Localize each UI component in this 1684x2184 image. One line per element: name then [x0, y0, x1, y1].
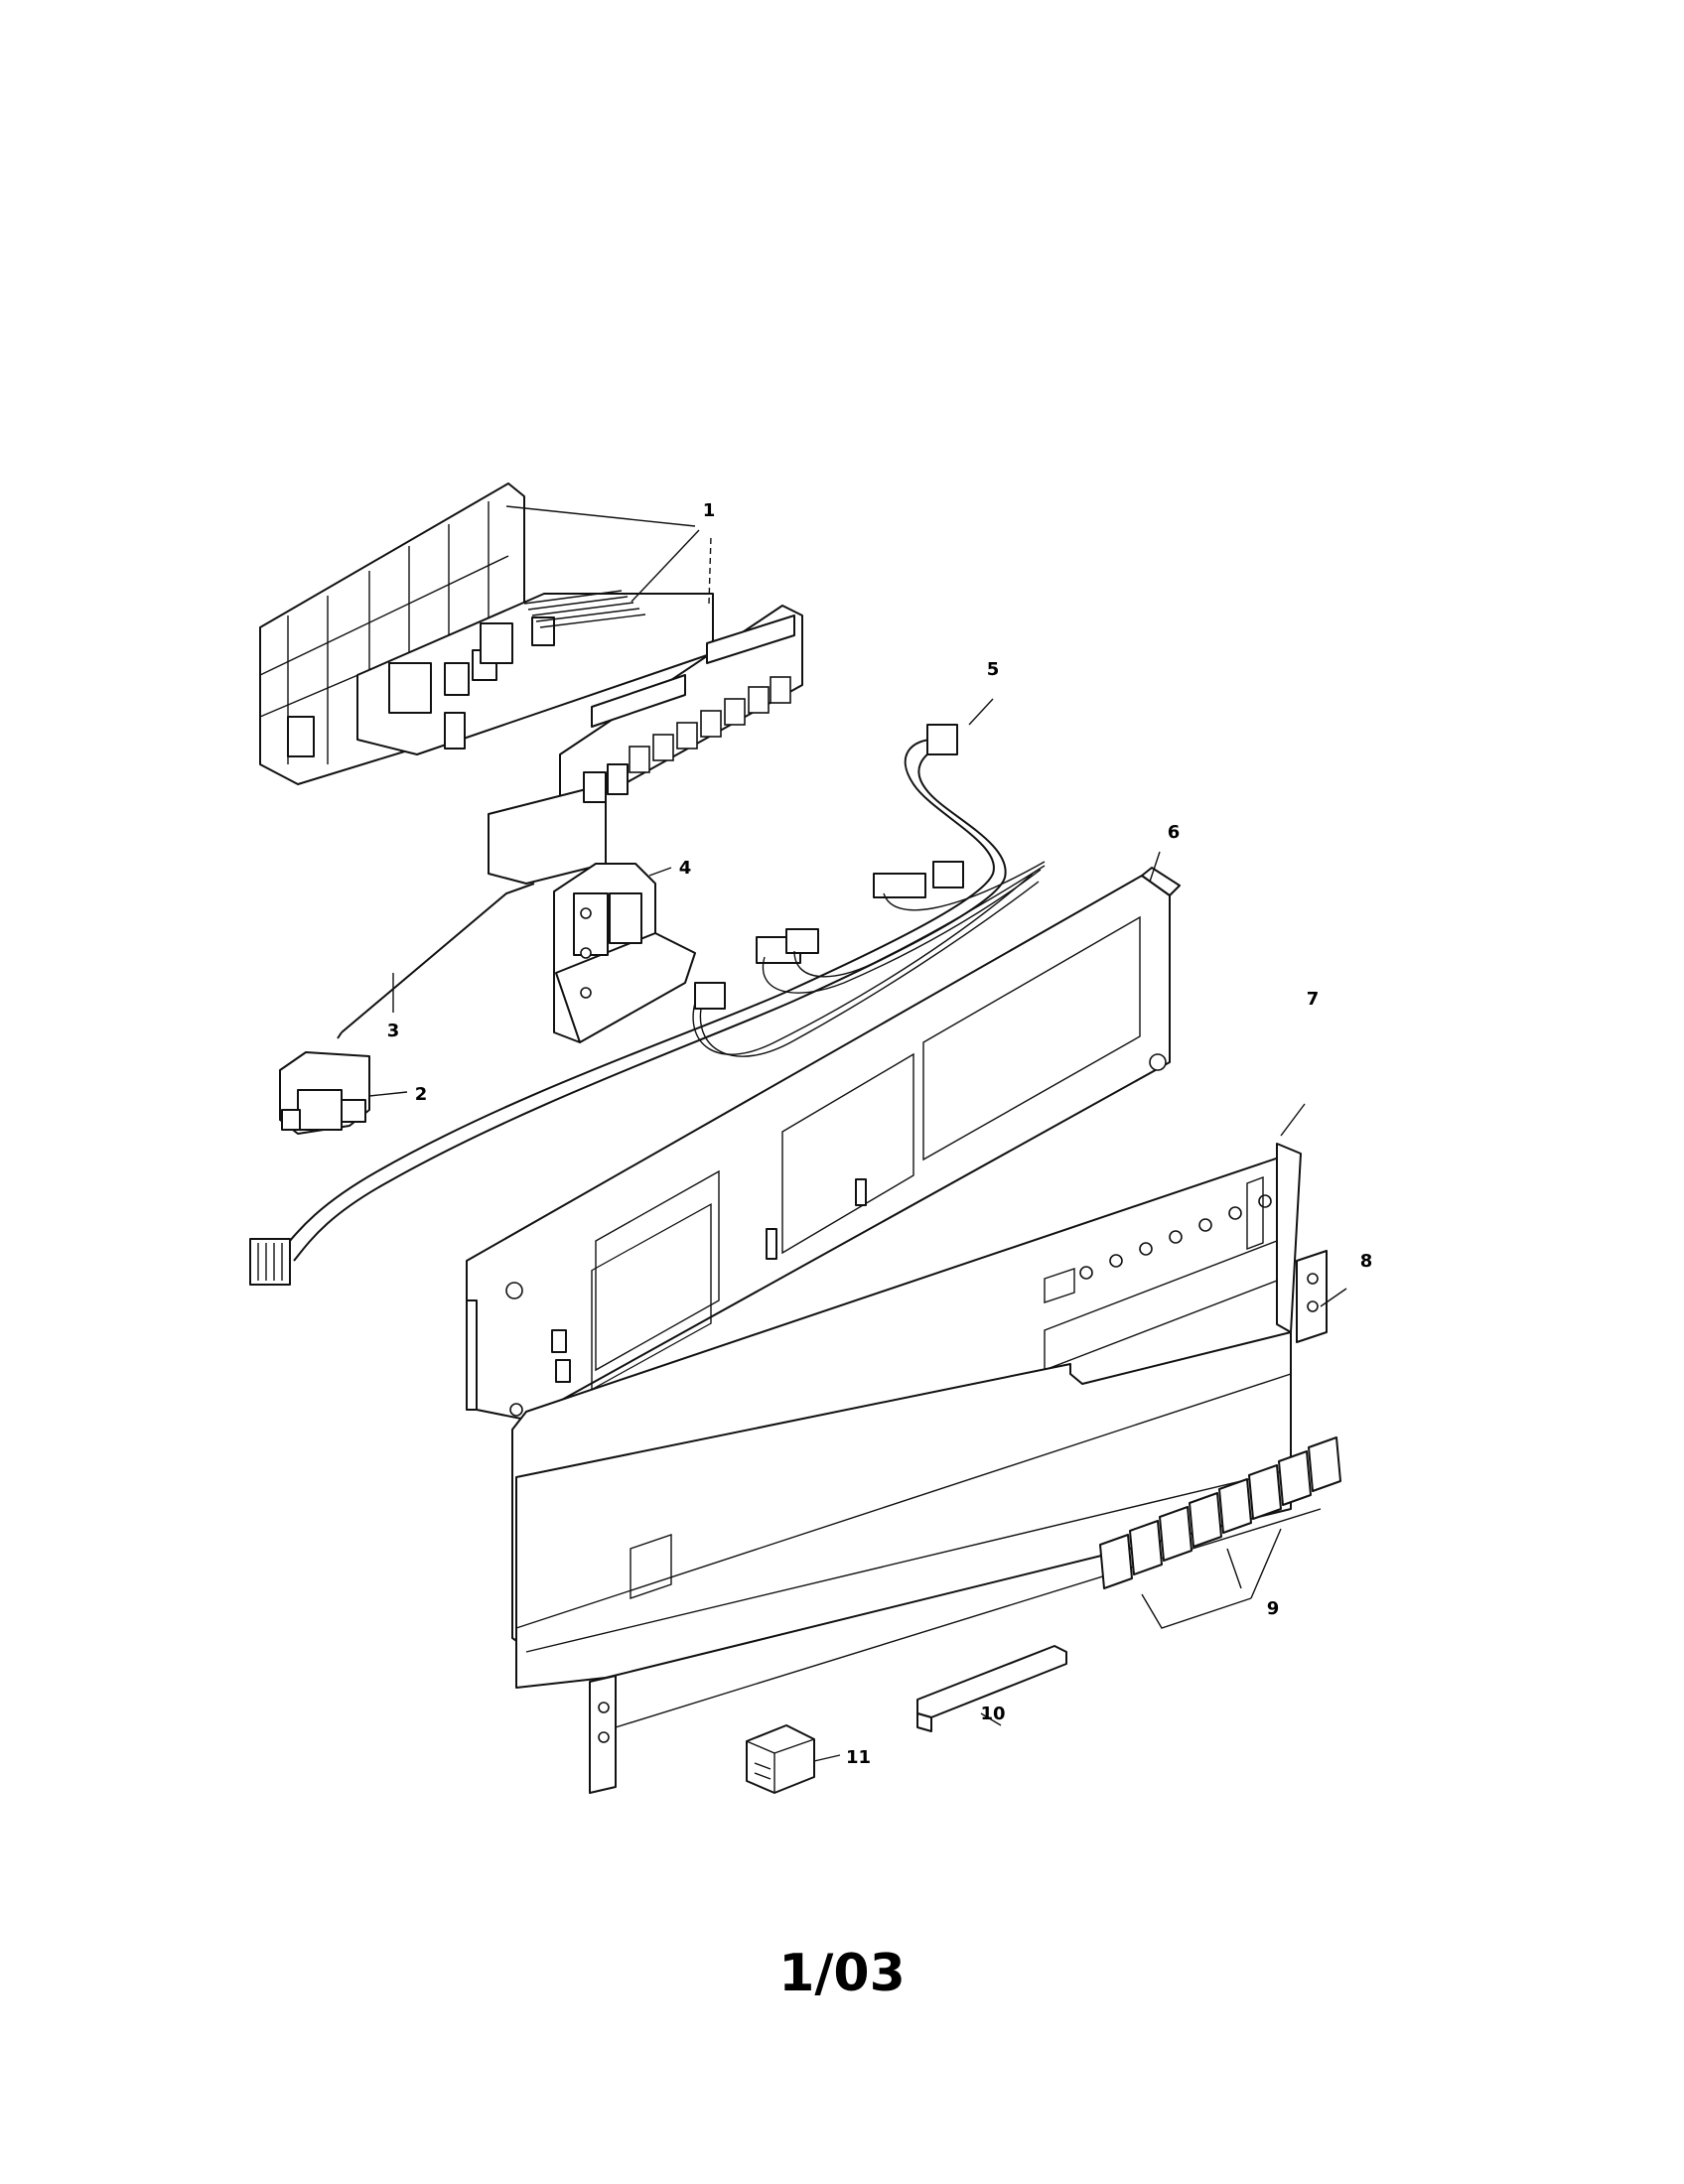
callout-1: 1 [703, 500, 716, 521]
part-2-door-switch [279, 1051, 370, 1135]
button-key [1159, 1506, 1193, 1562]
part-1-control-module [259, 482, 803, 885]
button-holes [1079, 1194, 1272, 1280]
button-key [1129, 1520, 1163, 1575]
button-key [1278, 1450, 1312, 1506]
part-11-cap [746, 1724, 815, 1794]
button-key [1218, 1478, 1252, 1534]
part-3-wire-rod [337, 883, 535, 1039]
callout-9: 9 [1267, 1598, 1280, 1619]
switch-row [629, 676, 791, 773]
part-10-light-guide [916, 1645, 1067, 1732]
callout-labels: 1 2 3 4 5 6 7 8 9 10 11 [387, 500, 1373, 1768]
callout-3: 3 [387, 1021, 400, 1041]
callout-2: 2 [415, 1084, 428, 1105]
callout-8: 8 [1360, 1251, 1373, 1272]
button-key [1189, 1492, 1222, 1548]
part-9-push-buttons [1099, 1436, 1341, 1629]
page-number: 1/03 [778, 1944, 906, 2003]
callout-6: 6 [1168, 822, 1181, 843]
part-6-control-panel-frame [466, 867, 1181, 1421]
part-4-latch-assembly [553, 863, 696, 1043]
leader-lines [368, 505, 1347, 1762]
button-key [1248, 1464, 1282, 1520]
button-key [1308, 1436, 1341, 1492]
callout-5: 5 [987, 659, 1000, 680]
callout-10: 10 [980, 1704, 1005, 1724]
callout-4: 4 [679, 858, 692, 879]
callout-11: 11 [846, 1747, 871, 1768]
part-5-wire-harness [249, 724, 1046, 1286]
button-key [1099, 1534, 1133, 1589]
part-8-front-trim [515, 1250, 1328, 1794]
callout-7: 7 [1307, 989, 1320, 1010]
